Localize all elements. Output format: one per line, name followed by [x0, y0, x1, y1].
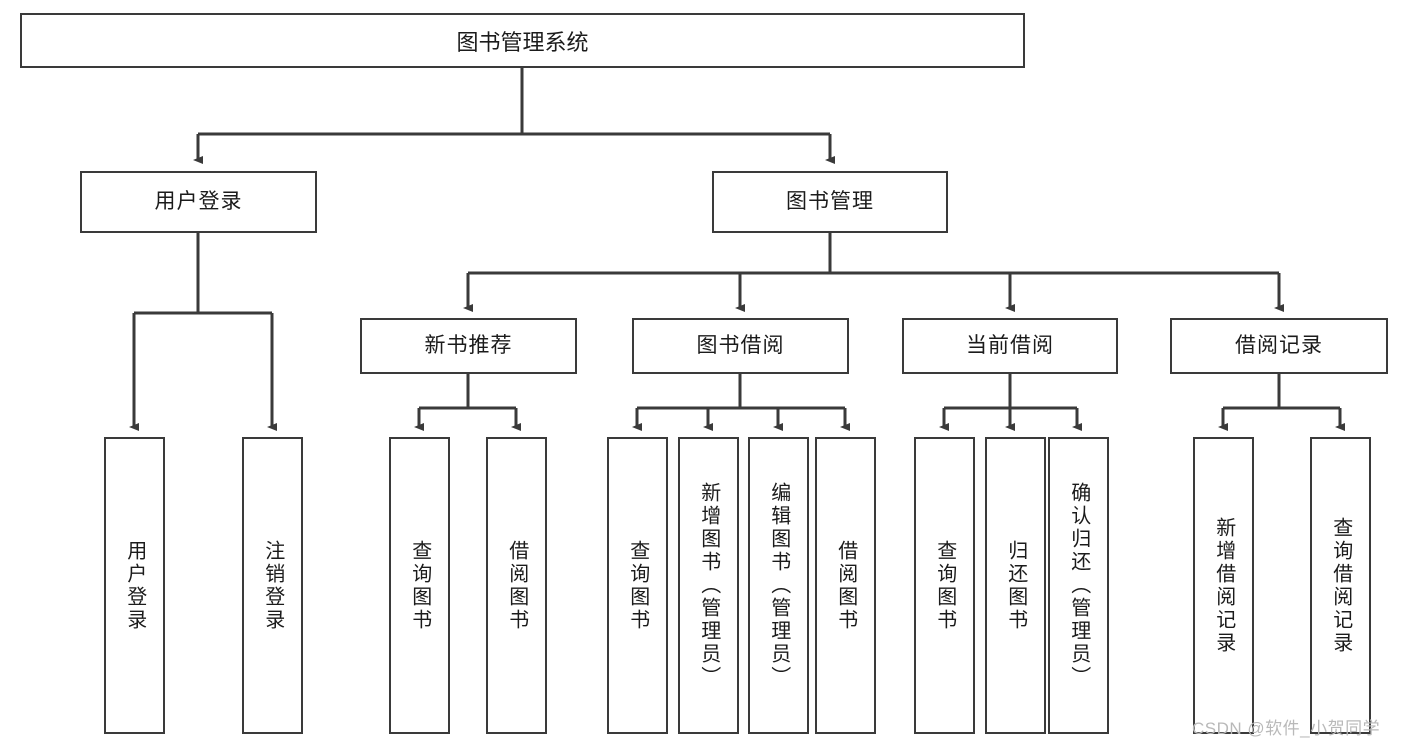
node-label: 查询图书 [933, 539, 956, 632]
node-new-book-recommend[interactable]: 新书推荐 [360, 318, 577, 374]
leaf-logout[interactable]: 注销登录 [242, 437, 303, 734]
leaf-query-book-recommend[interactable]: 查询图书 [389, 437, 450, 734]
leaf-query-borrow-record[interactable]: 查询借阅记录 [1310, 437, 1371, 734]
node-current-borrow[interactable]: 当前借阅 [902, 318, 1118, 374]
node-label: 借阅图书 [834, 539, 857, 632]
node-label: 注销登录 [261, 539, 284, 632]
node-label: 查询借阅记录 [1329, 516, 1352, 655]
leaf-confirm-return-admin[interactable]: 确认归还（管理员） [1048, 437, 1109, 734]
node-root-system[interactable]: 图书管理系统 [20, 13, 1025, 68]
leaf-query-book-borrow[interactable]: 查询图书 [607, 437, 668, 734]
node-label: 图书管理系统 [456, 29, 589, 55]
node-label: 查询图书 [408, 539, 431, 632]
leaf-return-book[interactable]: 归还图书 [985, 437, 1046, 734]
node-label: 新书推荐 [424, 334, 513, 358]
leaf-borrow-book[interactable]: 借阅图书 [815, 437, 876, 734]
node-book-management[interactable]: 图书管理 [712, 171, 948, 233]
node-label: 编辑图书（管理员） [767, 482, 790, 689]
leaf-add-borrow-record[interactable]: 新增借阅记录 [1193, 437, 1254, 734]
node-label: 用户登录 [123, 539, 146, 632]
node-label: 新增借阅记录 [1212, 516, 1235, 655]
node-label: 确认归还（管理员） [1067, 482, 1090, 689]
node-book-borrow[interactable]: 图书借阅 [632, 318, 849, 374]
node-label: 借阅图书 [505, 539, 528, 632]
node-label: 图书管理 [786, 190, 874, 214]
node-label: 图书借阅 [696, 334, 785, 358]
leaf-user-login[interactable]: 用户登录 [104, 437, 165, 734]
leaf-add-book-admin[interactable]: 新增图书（管理员） [678, 437, 739, 734]
node-label: 查询图书 [626, 539, 649, 632]
node-label: 当前借阅 [966, 334, 1054, 358]
leaf-borrow-book-recommend[interactable]: 借阅图书 [486, 437, 547, 734]
node-borrow-record[interactable]: 借阅记录 [1170, 318, 1388, 374]
leaf-edit-book-admin[interactable]: 编辑图书（管理员） [748, 437, 809, 734]
node-label: 归还图书 [1004, 539, 1027, 632]
node-label: 用户登录 [154, 190, 243, 214]
node-label: 新增图书（管理员） [697, 482, 720, 689]
node-user-login[interactable]: 用户登录 [80, 171, 317, 233]
node-label: 借阅记录 [1235, 334, 1323, 358]
leaf-query-book-current[interactable]: 查询图书 [914, 437, 975, 734]
